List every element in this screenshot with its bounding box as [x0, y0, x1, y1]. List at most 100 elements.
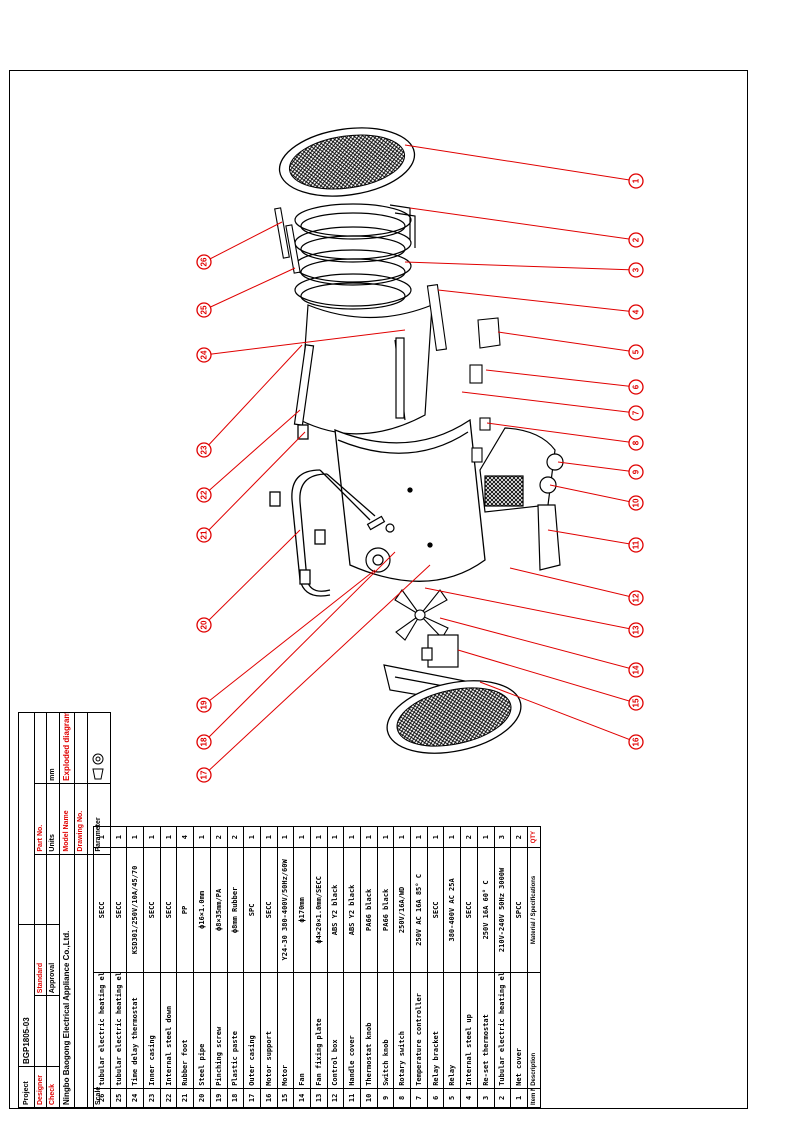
bom-cell-no: 6	[427, 1088, 444, 1108]
callout-label: 1	[632, 178, 641, 183]
bom-cell-qty: 1	[410, 826, 428, 848]
callout-label: 7	[632, 410, 641, 415]
drawing-no-label: Drawing No.	[74, 783, 88, 855]
leader-line-18	[203, 551, 396, 743]
projection-symbol-icon	[87, 712, 111, 784]
bom-cell-qty: 1	[427, 826, 444, 848]
callout-label: 17	[200, 770, 209, 779]
bom-cell-material: ϕ8mm Rubber	[227, 847, 244, 973]
callout-circle-18	[196, 734, 212, 750]
bom-cell-no: 16	[260, 1088, 278, 1108]
callout-circle-6	[628, 379, 644, 395]
leader-line-10	[549, 484, 637, 504]
callout-circle-16	[628, 734, 644, 750]
approval-value	[46, 854, 60, 925]
leader-line-22	[203, 409, 301, 496]
callout-circle-13	[628, 622, 644, 638]
callout-circle-17	[196, 767, 212, 783]
bom-cell-qty: 1	[310, 826, 328, 848]
model-name-label: Model Name	[59, 783, 75, 855]
bom-cell-description: Handle cover	[343, 972, 361, 1089]
callout-label: 8	[632, 440, 641, 445]
fan	[394, 589, 449, 641]
bom-cell-no: 12	[327, 1088, 344, 1108]
callout-circle-7	[628, 405, 644, 421]
leader-line-2	[409, 207, 637, 241]
callout-group: 1234567891011121314151617181920212223242…	[196, 144, 644, 783]
bom-cell-description: Rotary switch	[393, 972, 411, 1089]
bom-cell-no: 18	[227, 1088, 244, 1108]
callout-circle-19	[196, 697, 212, 713]
callout-circle-5	[628, 344, 644, 360]
part-no-label: Part No.	[34, 783, 47, 855]
bom-cell-description: Net cover	[510, 972, 528, 1089]
callout-label: 10	[632, 498, 641, 507]
check-value	[46, 995, 60, 1067]
callout-circle-20	[196, 617, 212, 633]
callout-label: 11	[632, 540, 641, 549]
bom-cell-material: PA66 black	[360, 847, 378, 973]
bom-cell-description: Fan	[293, 972, 311, 1089]
bom-cell-qty: 1	[327, 826, 344, 848]
leader-line-5	[497, 331, 637, 353]
bom-cell-no: 19	[210, 1088, 227, 1108]
parameter-label: Parameter	[87, 783, 111, 855]
callout-label: 21	[200, 530, 209, 539]
units-value: mm	[46, 712, 60, 784]
callout-label: 15	[632, 698, 641, 707]
bom-cell-no: 1	[510, 1088, 528, 1108]
net-cover-bottom	[386, 680, 522, 754]
callout-label: 2	[632, 237, 641, 242]
bom-cell-description: Steel pipe	[193, 972, 211, 1089]
bom-cell-description: Motor support	[260, 972, 278, 1089]
bom-cell-material: ϕ4×20×1.0mm/SECC	[310, 847, 328, 973]
blank-cell	[18, 712, 35, 925]
callout-circle-15	[628, 695, 644, 711]
bom-cell-no: 13	[310, 1088, 328, 1108]
bom-cell-description: Plastic paste	[227, 972, 244, 1089]
heating-elements	[294, 203, 416, 310]
leader-line-12	[509, 567, 637, 599]
project-value: BGP1805-03	[18, 924, 35, 1067]
bom-cell-material: ABS Y2 black	[327, 847, 344, 973]
net-cover-top	[278, 127, 416, 197]
bom-cell-qty: 1	[477, 826, 494, 848]
leader-line-26	[203, 221, 283, 263]
company-name: Ningbo Baogong Electrical Appliance Co.,…	[59, 854, 75, 1108]
bom-cell-no: 9	[377, 1088, 394, 1108]
bom-header-qty: QTY	[527, 826, 541, 848]
bom-cell-description: Fan fixing plate	[310, 972, 328, 1089]
leader-line-9	[557, 461, 637, 473]
bom-cell-qty: 1	[293, 826, 311, 848]
bom-cell-material: 210V-240V 50Hz 3000W	[494, 847, 511, 973]
bom-cell-no: 23	[143, 1088, 161, 1108]
bom-cell-material: ABS Y2 black	[343, 847, 361, 973]
bom-cell-material: SECC	[460, 847, 478, 973]
bom-cell-description: Internal steel down	[160, 972, 177, 1089]
bom-cell-qty: 1	[377, 826, 394, 848]
bom-cell-no: 25	[110, 1088, 127, 1108]
bom-cell-qty: 2	[227, 826, 244, 848]
drawing-frame	[9, 70, 748, 1109]
leader-line-17	[203, 564, 431, 776]
callout-circle-22	[196, 487, 212, 503]
bom-cell-material: ϕ8×35mm/PA	[210, 847, 227, 973]
bom-cell-no: 10	[360, 1088, 378, 1108]
control-box	[479, 427, 564, 513]
bom-cell-no: 3	[477, 1088, 494, 1108]
bom-cell-material: 250V AC 16A 85° C	[410, 847, 428, 973]
callout-label: 4	[632, 309, 641, 314]
bom-cell-description: Inner casing	[143, 972, 161, 1089]
callout-label: 25	[200, 305, 209, 314]
